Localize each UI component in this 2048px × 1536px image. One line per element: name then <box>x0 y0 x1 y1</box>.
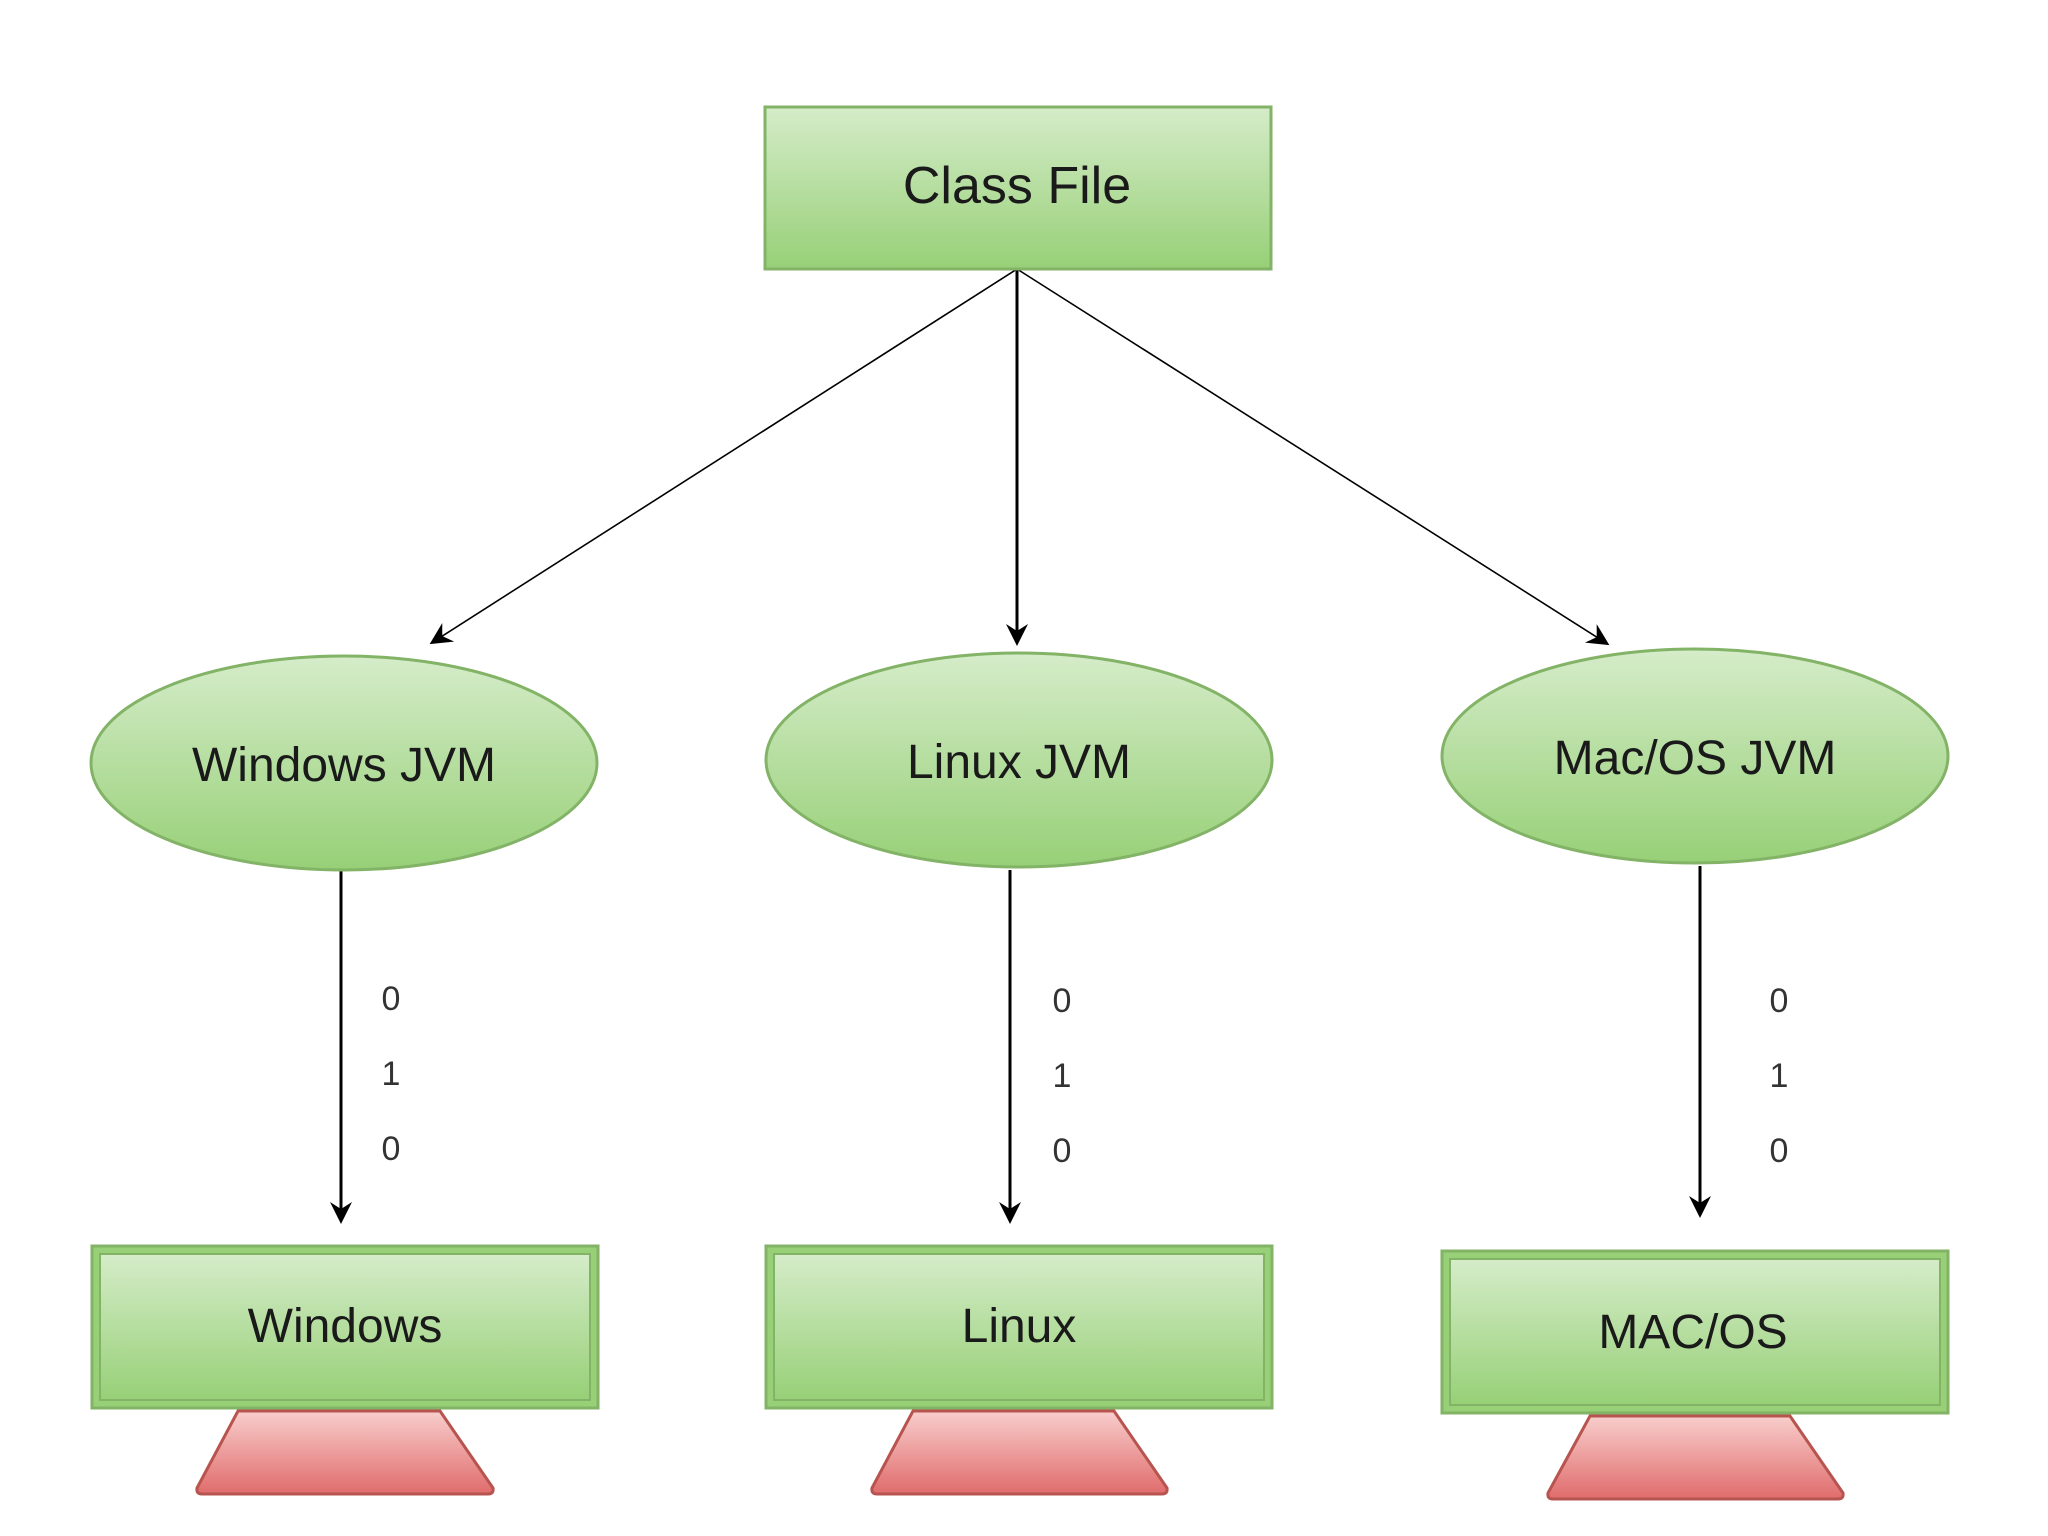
monitor-stand-icon <box>870 1409 1169 1496</box>
class-file-node: Class File <box>763 105 1273 271</box>
windows-platform-label: Windows <box>248 1300 443 1353</box>
bit-mac-1: 0 <box>1770 982 1789 1020</box>
edge-classfile-windows-jvm <box>429 268 1018 645</box>
mac-jvm-label: Mac/OS JVM <box>1554 732 1837 785</box>
bit-windows-2: 1 <box>382 1055 401 1093</box>
monitor-stand-icon <box>195 1409 495 1496</box>
linux-platform-node: Linux <box>764 1244 1274 1410</box>
linux-platform-label: Linux <box>962 1300 1077 1353</box>
linux-jvm-label: Linux JVM <box>907 736 1131 789</box>
class-file-label: Class File <box>903 157 1131 215</box>
linux-jvm-node: Linux JVM <box>764 651 1274 869</box>
monitor-stand-icon <box>1546 1414 1845 1501</box>
bit-windows-3: 0 <box>382 1130 401 1168</box>
bit-mac-2: 1 <box>1770 1057 1789 1095</box>
bit-mac-3: 0 <box>1770 1132 1789 1170</box>
mac-jvm-node: Mac/OS JVM <box>1440 647 1950 865</box>
edges-root-to-jvm <box>429 268 1610 646</box>
edges-jvm-to-platform <box>330 866 1711 1224</box>
edge-classfile-mac-jvm <box>1016 268 1610 646</box>
bits-windows: 0 1 0 <box>382 980 401 1168</box>
bit-windows-1: 0 <box>382 980 401 1018</box>
windows-jvm-label: Windows JVM <box>192 739 496 792</box>
bits-mac: 0 1 0 <box>1770 982 1789 1170</box>
windows-platform-node: Windows <box>90 1244 600 1410</box>
macos-platform-node: MAC/OS <box>1440 1249 1950 1415</box>
bit-linux-2: 1 <box>1053 1057 1072 1095</box>
macos-platform-label: MAC/OS <box>1598 1306 1787 1359</box>
bit-linux-3: 0 <box>1053 1132 1072 1170</box>
bit-linux-1: 0 <box>1053 982 1072 1020</box>
bits-linux: 0 1 0 <box>1053 982 1072 1170</box>
windows-jvm-node: Windows JVM <box>89 654 599 872</box>
